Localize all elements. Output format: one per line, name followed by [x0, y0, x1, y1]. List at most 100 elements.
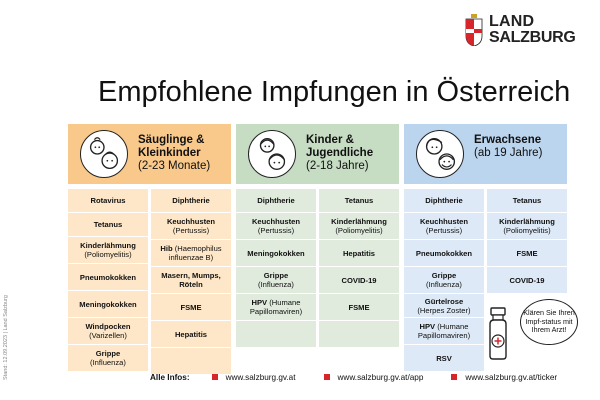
vaccine-cell-empty: [319, 321, 399, 348]
vaccine-cell: Tetanus: [319, 189, 399, 213]
footer-label: Alle Infos:: [150, 372, 190, 382]
vaccine-cell: FSME: [487, 240, 567, 267]
vaccine-cell-empty: [236, 321, 316, 348]
vaccine-cell: COVID-19: [319, 267, 399, 294]
vaccine-name: Keuchhusten: [251, 217, 301, 226]
vaccine-cell: Keuchhusten(Pertussis): [236, 213, 316, 240]
vaccine-cell: Diphtherie: [236, 189, 316, 213]
vaccine-cell: Tetanus: [68, 213, 148, 237]
vaccine-subtitle: (Herpes Zoster): [417, 305, 471, 315]
vaccine-name: Diphtherie: [172, 196, 210, 205]
vaccine-cell: Diphtherie: [404, 189, 484, 213]
vaccine-name: Pneumokokken: [415, 248, 473, 258]
vaccine-subtitle: (Poliomyelitis): [503, 226, 551, 235]
vaccine-cell-empty: [151, 348, 231, 375]
vaccine-cell: Pneumokokken: [68, 264, 148, 291]
vaccine-subtitle: (Influenza): [90, 358, 126, 367]
vaccine-name: COVID-19: [341, 275, 377, 285]
stand-text: Stand: 12.09.2023 | Land Salzburg: [3, 295, 9, 380]
vaccine-subtitle: (Poliomyelitis): [335, 226, 383, 235]
footer-link-website[interactable]: www.salzburg.gv.at: [211, 372, 296, 382]
vaccine-column-infant-2: Diphtherie Keuchhusten(Pertussis) Hib (H…: [151, 189, 231, 375]
group-title-line1: Erwachsene: [474, 134, 542, 146]
vaccine-name: Rotavirus: [90, 196, 126, 205]
vaccine-subtitle: (Haemophilus influenzae B): [168, 244, 222, 262]
footer: Alle Infos: www.salzburg.gv.at www.salzb…: [150, 370, 590, 384]
logo-line-2: SALZBURG: [489, 29, 576, 46]
vaccine-cell: RSV: [404, 345, 484, 372]
vaccine-cell: Masern, Mumps, Röteln: [151, 267, 231, 294]
vaccine-cell: Windpocken(Varizellen): [68, 318, 148, 345]
vaccine-name: COVID-19: [509, 275, 545, 285]
vaccine-name: Hib: [160, 244, 173, 253]
vaccine-cell: Hepatitis: [151, 321, 231, 348]
vaccine-name: Keuchhusten: [166, 217, 216, 226]
vaccine-subtitle: (Influenza): [258, 280, 294, 289]
vaccine-bottle-icon: [489, 307, 507, 360]
vaccine-name-hpv: HPV (Humane Papillomaviren): [238, 298, 314, 316]
vaccine-subtitle: (Poliomyelitis): [84, 250, 132, 259]
vaccine-cell: Rotavirus: [68, 189, 148, 213]
vaccine-cell: Keuchhusten(Pertussis): [151, 213, 231, 240]
vaccine-cell: Grippe(Influenza): [68, 345, 148, 372]
vaccine-name: HPV: [251, 298, 268, 307]
vaccine-column-infant-1: Rotavirus Tetanus Kinderlähmung(Poliomye…: [68, 189, 148, 372]
vaccine-name: Kinderlähmung: [80, 241, 136, 250]
vaccine-cell: Hib (Haemophilus influenzae B): [151, 240, 231, 267]
link-text: www.salzburg.gv.at/ticker: [465, 372, 558, 382]
vaccine-cell: FSME: [151, 294, 231, 321]
vaccine-name: Tetanus: [344, 196, 374, 205]
vaccine-name: Masern, Mumps, Röteln: [161, 271, 221, 289]
link-text: www.salzburg.gv.at/app: [337, 372, 424, 382]
vaccine-subtitle: (Varizellen): [89, 331, 127, 340]
vaccine-name: Kinderlähmung: [499, 217, 555, 226]
vaccine-column-child-2: Tetanus Kinderlähmung(Poliomyelitis) Hep…: [319, 189, 399, 348]
vaccine-cell: Pneumokokken: [404, 240, 484, 267]
vaccine-cell: Grippe(Influenza): [404, 267, 484, 294]
vaccine-name: Windpocken: [85, 322, 131, 331]
vaccine-subtitle: (Pertussis): [257, 226, 295, 235]
vaccine-name: Hepatitis: [342, 248, 376, 258]
footer-link-ticker[interactable]: www.salzburg.gv.at/ticker: [451, 373, 557, 382]
vaccine-cell: Diphtherie: [151, 189, 231, 213]
vaccine-cell: Meningokokken: [68, 291, 148, 318]
bubble-text: Klären Sie Ihren Impf-status mit Ihrem A…: [523, 308, 575, 335]
vaccine-name: Pneumokokken: [79, 272, 137, 282]
vaccine-name: HPV: [419, 322, 436, 331]
adult-faces-icon: [416, 130, 464, 178]
vaccine-name: FSME: [516, 248, 538, 258]
vaccine-name: Gürtelrose: [424, 296, 464, 306]
vaccine-name: Meningokokken: [247, 248, 305, 258]
vaccine-cell: HPV (Humane Papillomaviren): [236, 294, 316, 321]
group-title-line1: Kinder &: [306, 134, 354, 146]
logo-line-1: LAND: [489, 13, 535, 30]
vaccine-subtitle: (Humane Papillomaviren): [249, 298, 303, 316]
salzburg-crest-icon: [465, 14, 483, 46]
stand-date: Stand: 12.09.2023 | Land Salzburg: [3, 290, 13, 380]
group-title-line2: Jugendliche: [306, 147, 374, 159]
speech-bubble: Klären Sie Ihren Impf-status mit Ihrem A…: [520, 299, 578, 345]
vaccine-name: Meningokokken: [79, 299, 137, 309]
group-header-child: Kinder & Jugendliche (2-18 Jahre): [236, 124, 399, 184]
bullet-square-icon: [451, 374, 458, 380]
vaccine-subtitle: (Pertussis): [172, 226, 210, 235]
vaccine-cell: Meningokokken: [236, 240, 316, 267]
vaccine-name: FSME: [348, 302, 370, 312]
link-text: www.salzburg.gv.at: [225, 372, 296, 382]
group-title-line2: Kleinkinder: [138, 147, 201, 159]
vaccine-cell: Gürtelrose(Herpes Zoster): [404, 294, 484, 318]
footer-link-app[interactable]: www.salzburg.gv.at/app: [323, 372, 424, 382]
vaccine-cell: COVID-19: [487, 267, 567, 294]
vaccine-cell: HPV (Humane Papillomaviren): [404, 318, 484, 345]
vaccine-cell: Tetanus: [487, 189, 567, 213]
vaccine-name: Grippe: [263, 271, 289, 280]
vaccine-cell: Hepatitis: [319, 240, 399, 267]
vaccine-subtitle: (Influenza): [426, 280, 462, 289]
vaccine-name-hib: Hib (Haemophilus influenzae B): [153, 244, 229, 262]
bullet-square-icon: [211, 374, 218, 380]
group-subtitle: (2-23 Monate): [138, 160, 211, 172]
vaccine-name: RSV: [436, 353, 452, 363]
vaccine-cell: Kinderlähmung(Poliomyelitis): [68, 237, 148, 264]
vaccine-name: Grippe: [95, 349, 121, 358]
vaccine-cell: Keuchhusten(Pertussis): [404, 213, 484, 240]
